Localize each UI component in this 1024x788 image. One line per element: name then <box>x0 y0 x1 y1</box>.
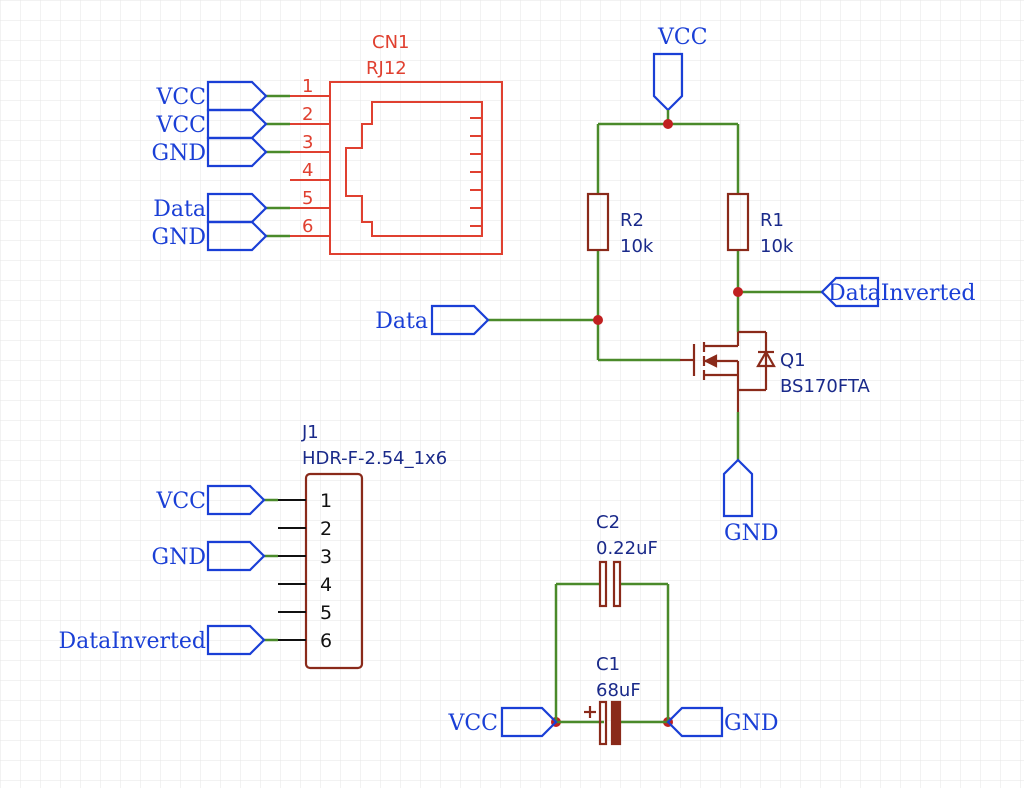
cn1-designator: CN1 <box>372 32 410 53</box>
cap-gnd-flag <box>666 706 724 738</box>
data-inverted-flag <box>820 276 880 308</box>
capacitor-c2[interactable]: C2 0.22uF <box>596 512 658 608</box>
data-inverted-port: DataInverted <box>820 276 975 308</box>
data-input-port: Data <box>375 304 490 336</box>
cap-gnd-port: GND <box>666 706 778 738</box>
q1-designator: Q1 <box>780 350 806 371</box>
c2-value: 0.22uF <box>596 538 658 559</box>
cn1-pin-2: 2 <box>302 104 313 125</box>
j1-pin-2: 2 <box>320 518 332 540</box>
j1-pin-4: 4 <box>320 574 332 596</box>
cn1-jack-outline <box>345 101 483 237</box>
j1-net-gnd: GND <box>152 545 206 570</box>
resistor-r1[interactable]: R1 10k <box>726 192 794 257</box>
r2-value: 10k <box>620 236 654 257</box>
j1-pin-5: 5 <box>320 602 332 624</box>
j1-designator: J1 <box>301 422 319 443</box>
cn1-vcc2-flag <box>206 108 268 140</box>
mosfet-q1[interactable]: Q1 BS170FTA <box>680 330 870 412</box>
r1-designator: R1 <box>760 210 784 231</box>
cn1-net-gnd-2: GND <box>152 225 206 250</box>
cn1-pin-6: 6 <box>302 216 313 237</box>
connector-cn1[interactable]: CN1 RJ12 1 2 3 4 5 6 <box>290 32 503 255</box>
vcc-top-flag <box>652 52 684 112</box>
cn1-pin-1: 1 <box>302 76 313 97</box>
j1-pin-1: 1 <box>320 490 332 512</box>
cn1-pin-4: 4 <box>302 160 313 181</box>
cn1-pin-stubs <box>290 95 330 237</box>
data-input-label: Data <box>375 309 428 334</box>
cn1-gnd2-flag <box>206 220 268 252</box>
cn1-net-flags: VCC VCC GND Data GND <box>152 80 290 252</box>
r1-body <box>726 192 750 252</box>
data-inverted-label: DataInverted <box>828 281 975 306</box>
j1-pin-6: 6 <box>320 630 332 652</box>
vcc-top-label: VCC <box>657 25 708 50</box>
j1-gnd-flag <box>206 540 266 572</box>
j1-net-datainverted: DataInverted <box>59 629 206 654</box>
cap-vcc-flag <box>500 706 558 738</box>
cn1-vcc1-flag <box>206 80 268 112</box>
q1-value: BS170FTA <box>780 376 870 397</box>
gnd-mosfet-port: GND <box>722 458 778 546</box>
cap-wires <box>554 582 670 724</box>
cn1-net-data: Data <box>153 197 206 222</box>
cn1-data-flag <box>206 192 268 224</box>
c2-designator: C2 <box>596 512 620 533</box>
cn1-pin-5: 5 <box>302 188 313 209</box>
j1-vcc-flag <box>206 484 266 516</box>
data-input-flag <box>430 304 490 336</box>
cap-vcc-label: VCC <box>447 711 498 736</box>
j1-datainverted-flag <box>206 624 266 656</box>
cn1-body <box>329 81 503 255</box>
r2-body <box>586 192 610 252</box>
cn1-gnd1-flag <box>206 136 268 168</box>
cn1-net-vcc-1: VCC <box>155 85 206 110</box>
c1-value: 68uF <box>596 680 641 701</box>
j1-pin-stubs <box>278 499 306 641</box>
resistor-r2[interactable]: R2 10k <box>586 192 654 257</box>
cn1-jack-contacts <box>470 117 482 227</box>
q1-symbol <box>680 330 776 412</box>
header-j1[interactable]: J1 HDR-F-2.54_1x6 1 2 3 4 5 6 <box>278 422 447 670</box>
cn1-pin-3: 3 <box>302 132 313 153</box>
vcc-top-port: VCC <box>652 25 708 112</box>
j1-value: HDR-F-2.54_1x6 <box>302 448 447 469</box>
r2-designator: R2 <box>620 210 644 231</box>
j1-net-vcc: VCC <box>155 489 206 514</box>
j1-body <box>304 472 364 670</box>
c2-symbol <box>598 560 622 608</box>
capacitor-c1[interactable]: C1 68uF <box>584 654 641 746</box>
cn1-value: RJ12 <box>366 58 407 79</box>
j1-net-flags: VCC GND DataInverted <box>59 484 278 656</box>
r1-value: 10k <box>760 236 794 257</box>
cap-vcc-port: VCC <box>447 706 558 738</box>
cn1-net-vcc-2: VCC <box>155 113 206 138</box>
j1-pin-3: 3 <box>320 546 332 568</box>
cn1-net-gnd-1: GND <box>152 141 206 166</box>
cap-gnd-label: GND <box>724 711 778 736</box>
gnd-mosfet-label: GND <box>724 521 778 546</box>
c1-symbol <box>584 700 622 746</box>
c1-designator: C1 <box>596 654 620 675</box>
gnd-mosfet-flag <box>722 458 754 518</box>
